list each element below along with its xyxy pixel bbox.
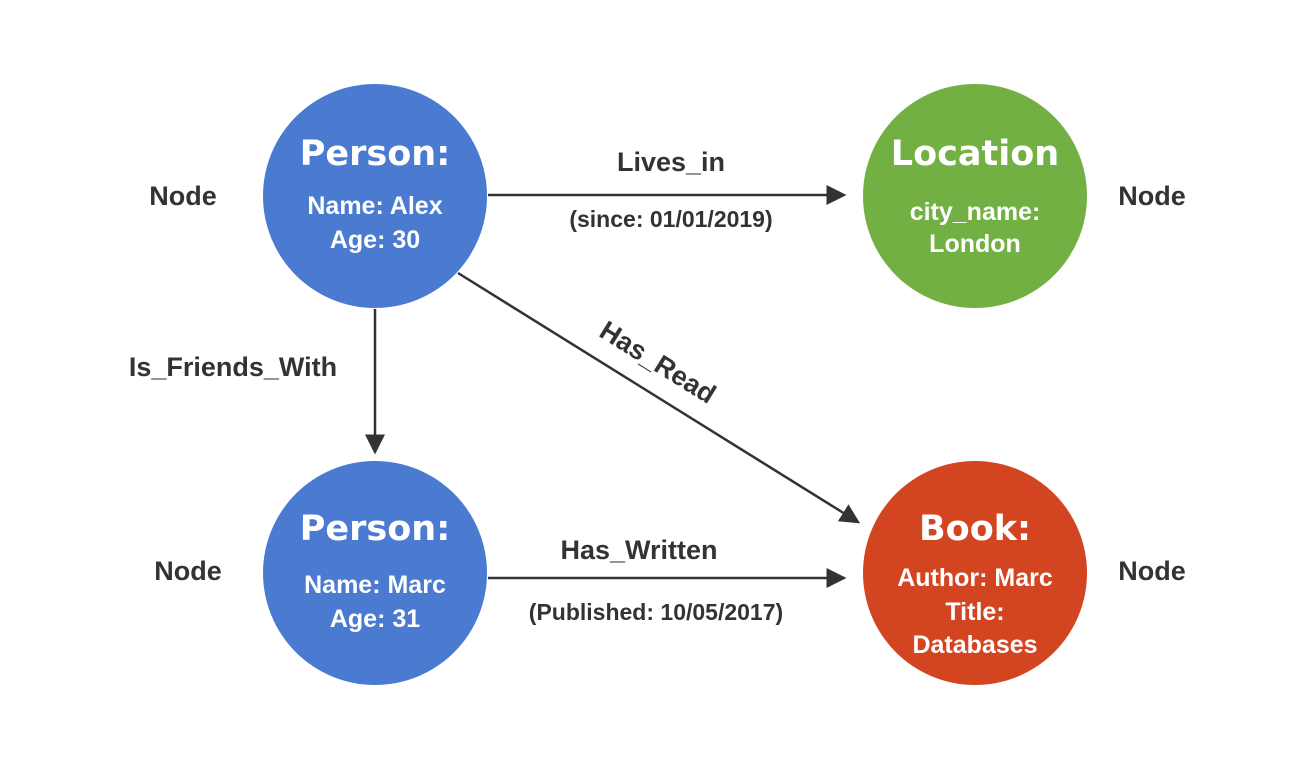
edge-has-written-label: Has_Written <box>560 535 717 565</box>
node-person-alex: Person: Name: Alex Age: 30 <box>263 84 487 308</box>
edge-has-written-property: (Published: 10/05/2017) <box>529 599 783 625</box>
node-book-title: Book: <box>919 509 1031 549</box>
node-person-alex-title: Person: <box>300 134 450 174</box>
node-person-marc-title: Person: <box>300 509 450 549</box>
edge-has-read-label: Has_Read <box>594 315 721 409</box>
node-location-city-key: city_name: <box>910 198 1041 226</box>
edge-is-friends-with: Is_Friends_With <box>129 309 385 455</box>
node-person-marc-name: Name: Marc <box>304 571 446 599</box>
node-person-alex-circle <box>263 84 487 308</box>
node-label-book: Node <box>1118 556 1186 586</box>
node-location-city-value: London <box>929 230 1021 258</box>
edge-has-read-line <box>457 271 861 524</box>
node-label-location: Node <box>1118 181 1186 211</box>
node-book: Book: Author: Marc Title: Databases <box>863 461 1087 685</box>
node-person-alex-name: Name: Alex <box>307 192 442 220</box>
node-book-author: Author: Marc <box>897 564 1053 592</box>
node-location-circle <box>863 84 1087 308</box>
node-location: Location city_name: London <box>863 84 1087 308</box>
node-person-marc: Person: Name: Marc Age: 31 <box>263 461 487 685</box>
node-book-title-value: Databases <box>912 631 1037 659</box>
node-book-title-key: Title: <box>945 598 1004 626</box>
node-label-marc: Node <box>154 556 222 586</box>
node-location-title: Location <box>891 134 1059 174</box>
edge-has-read: Has_Read <box>457 271 861 524</box>
edge-is-friends-with-label: Is_Friends_With <box>129 352 337 382</box>
node-label-alex: Node <box>149 181 217 211</box>
edge-has-written: Has_Written (Published: 10/05/2017) <box>488 535 847 625</box>
node-person-marc-age: Age: 31 <box>330 605 420 633</box>
edge-lives-in: Lives_in (since: 01/01/2019) <box>488 147 847 232</box>
edge-lives-in-label: Lives_in <box>617 147 725 177</box>
node-person-alex-age: Age: 30 <box>330 226 420 254</box>
edge-lives-in-property: (since: 01/01/2019) <box>569 206 772 232</box>
node-book-circle <box>863 461 1087 685</box>
node-person-marc-circle <box>263 461 487 685</box>
